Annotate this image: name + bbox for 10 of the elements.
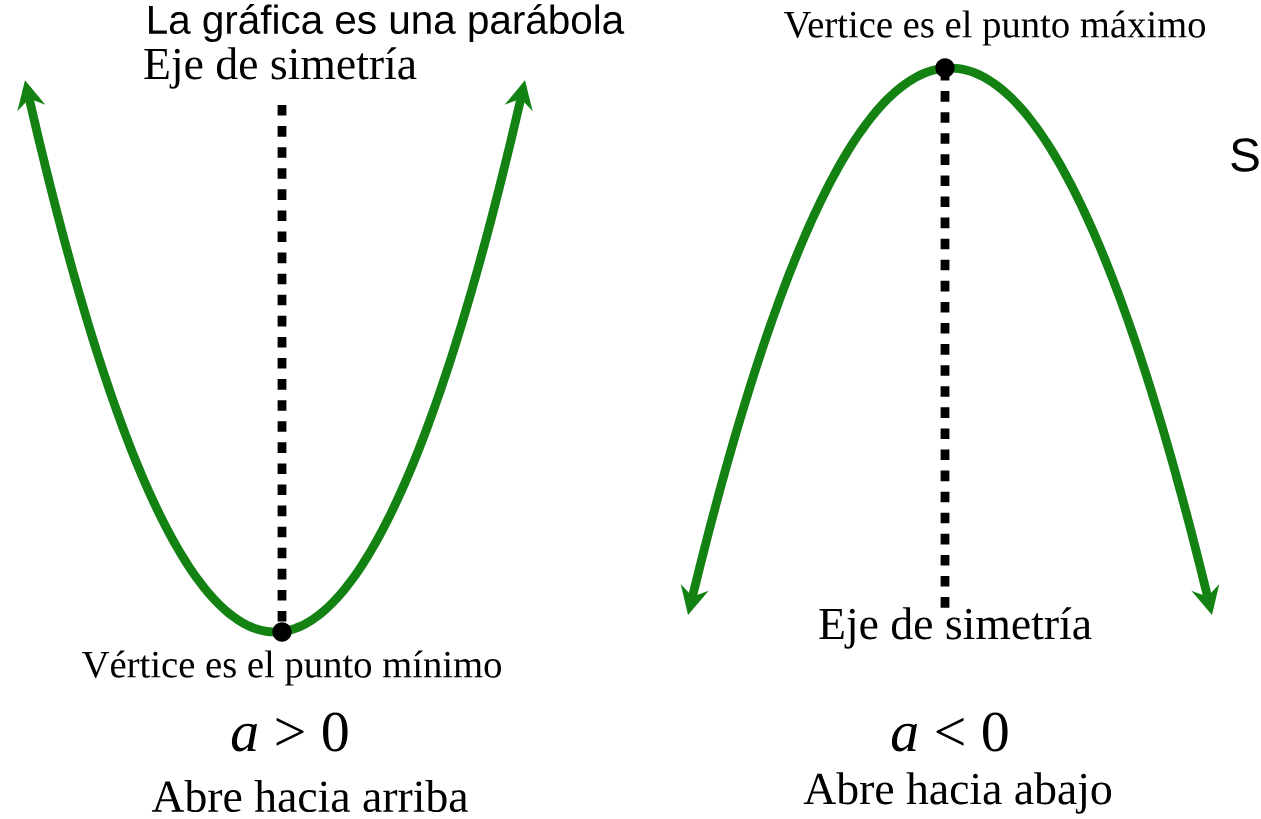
vertex-label: Vértice es el punto mínimo (82, 650, 501, 686)
axis-label: Eje de simetría (819, 607, 1092, 649)
condition-label: a < 0 (891, 712, 1008, 752)
heading-text: La gráfica es una parábola (149, 3, 625, 43)
vertex-label: Vertice es el punto máximo (784, 10, 1206, 46)
caption-text: Abre hacia arriba (151, 779, 468, 813)
condition-label: a > 0 (231, 712, 348, 752)
caption-text: Abre hacia abajo (803, 772, 1112, 814)
slide-text: S (1231, 138, 1259, 172)
axis-label: Eje de simetría (144, 47, 417, 89)
